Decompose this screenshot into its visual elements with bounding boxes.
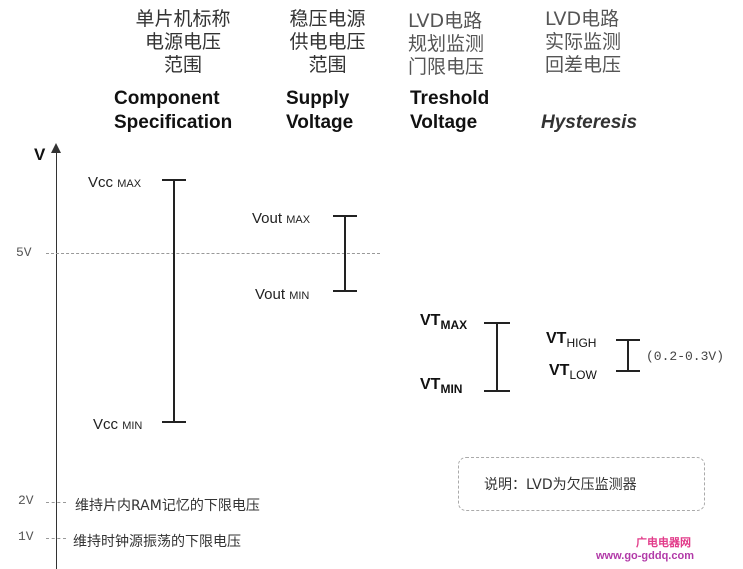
col2-cn-line1: 稳压电源 bbox=[289, 8, 366, 30]
hysteresis-range-label: (0.2-0.3V) bbox=[646, 349, 725, 364]
col2-en-line2: Voltage bbox=[286, 112, 354, 133]
vt-range-bar bbox=[496, 322, 498, 392]
vt-high-sub: HIGH bbox=[566, 336, 597, 350]
col1-en-header: Component Specification bbox=[114, 87, 232, 135]
col4-en-line1: Hysteresis bbox=[541, 112, 638, 133]
vcc-min-label: Vcc MIN bbox=[93, 416, 142, 433]
dash-1v bbox=[46, 538, 66, 539]
vcc-min-cap bbox=[162, 421, 186, 423]
dash-5v bbox=[46, 253, 380, 254]
hys-range-bar bbox=[627, 339, 629, 372]
col2-cn-line2: 供电电压 bbox=[289, 31, 366, 53]
vt-high-label: VTHIGH bbox=[546, 330, 596, 350]
col3-cn-line1: LVD电路 bbox=[408, 10, 483, 32]
vt-min-main: VT bbox=[420, 376, 441, 393]
vt-low-label: VTLOW bbox=[549, 362, 597, 382]
col2-cn-header: 稳压电源 供电电压 范围 bbox=[270, 8, 385, 77]
legend-note-text: 说明：LVD为欠压监测器 bbox=[484, 477, 637, 493]
vt-low-main: VT bbox=[549, 362, 570, 379]
legend-note-box bbox=[458, 457, 705, 511]
vout-min-cap bbox=[333, 290, 357, 292]
col2-cn-line3: 范围 bbox=[308, 54, 347, 76]
vout-min-label: Vout MIN bbox=[255, 286, 309, 303]
note-ram: 维持片内RAM记忆的下限电压 bbox=[75, 498, 260, 514]
watermark-url: www.go-gddq.com bbox=[596, 550, 694, 562]
col3-en-header: Treshold Voltage bbox=[410, 87, 489, 135]
col3-en-line2: Voltage bbox=[410, 112, 478, 133]
hys-low-cap bbox=[616, 370, 640, 372]
vout-max-label: Vout MAX bbox=[252, 210, 310, 227]
vout-range-bar bbox=[344, 215, 346, 292]
col4-cn-line2: 实际监测 bbox=[545, 31, 622, 53]
vt-max-main: VT bbox=[420, 312, 441, 329]
col2-en-line1: Supply bbox=[286, 88, 350, 109]
axis-label: V bbox=[34, 145, 46, 164]
col4-cn-line3: 回差电压 bbox=[545, 54, 622, 76]
vout-max-sub: MAX bbox=[286, 214, 311, 226]
vcc-max-main: Vcc bbox=[88, 174, 114, 191]
vt-min-sub: MIN bbox=[440, 382, 463, 396]
watermark-logo-text: 广电电器网 bbox=[636, 536, 691, 549]
col4-cn-header: LVD电路 实际监测 回差电压 bbox=[545, 8, 655, 77]
vout-max-main: Vout bbox=[252, 210, 283, 227]
vt-max-label: VTMAX bbox=[420, 312, 467, 332]
col1-cn-line1: 单片机标称 bbox=[135, 8, 231, 30]
vt-min-cap bbox=[484, 390, 510, 392]
voltage-axis bbox=[56, 150, 57, 569]
tick-5v: 5V bbox=[16, 245, 32, 260]
col1-en-line2: Specification bbox=[114, 112, 233, 133]
col1-cn-line2: 电源电压 bbox=[144, 31, 221, 53]
vt-high-main: VT bbox=[546, 330, 567, 347]
col4-cn-line1: LVD电路 bbox=[545, 8, 620, 30]
vout-min-sub: MIN bbox=[289, 290, 310, 302]
tick-2v: 2V bbox=[18, 493, 34, 508]
vcc-min-main: Vcc bbox=[93, 416, 119, 433]
col1-cn-line3: 范围 bbox=[163, 54, 202, 76]
vt-min-label: VTMIN bbox=[420, 376, 462, 396]
col3-cn-line3: 门限电压 bbox=[408, 56, 485, 78]
col4-en-header: Hysteresis bbox=[541, 111, 637, 135]
vcc-max-sub: MAX bbox=[117, 178, 142, 190]
col1-en-line1: Component bbox=[114, 88, 220, 109]
col3-cn-line2: 规划监测 bbox=[408, 33, 485, 55]
col1-cn-header: 单片机标称 电源电压 范围 bbox=[118, 8, 248, 77]
vcc-min-sub: MIN bbox=[122, 420, 143, 432]
tick-1v: 1V bbox=[18, 529, 34, 544]
col2-en-header: Supply Voltage bbox=[286, 87, 353, 135]
vout-min-main: Vout bbox=[255, 286, 286, 303]
vcc-range-bar bbox=[173, 179, 175, 423]
note-clock: 维持时钟源振荡的下限电压 bbox=[73, 534, 241, 550]
axis-arrow-icon bbox=[51, 143, 61, 153]
vcc-max-label: Vcc MAX bbox=[88, 174, 141, 191]
col3-cn-header: LVD电路 规划监测 门限电压 bbox=[408, 10, 518, 79]
col3-en-line1: Treshold bbox=[410, 88, 490, 109]
vt-low-sub: LOW bbox=[569, 368, 597, 382]
vt-max-sub: MAX bbox=[440, 318, 468, 332]
dash-2v bbox=[46, 502, 66, 503]
